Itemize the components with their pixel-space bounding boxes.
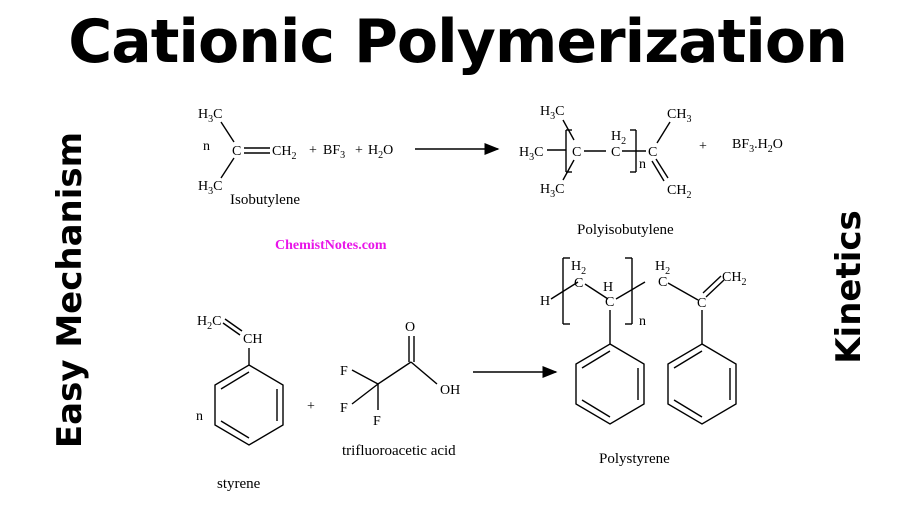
svg-text:C: C (232, 144, 241, 159)
svg-text:OH: OH (440, 383, 460, 398)
watermark: ChemistNotes.com (275, 238, 387, 253)
polystyrene-label: Polystyrene (599, 451, 670, 467)
svg-text:C: C (605, 295, 614, 310)
svg-text:H: H (540, 294, 550, 309)
tfa-label: trifluoroacetic acid (342, 443, 456, 459)
svg-text:H3C: H3C (198, 107, 222, 125)
svg-text:H3C: H3C (540, 104, 564, 122)
svg-text:C: C (658, 275, 667, 290)
styrene-n: n (196, 409, 203, 424)
svg-text:H2: H2 (571, 259, 586, 277)
plus-sign: + (699, 139, 707, 154)
styrene-structure: H2C CH (197, 314, 284, 446)
plus-sign: + (355, 143, 363, 158)
polystyrene-structure: H H2 C H C H2 C C CH2 (540, 257, 746, 425)
svg-text:H3C: H3C (198, 179, 222, 197)
polyisobutylene-label: Polyisobutylene (577, 222, 674, 238)
page-title: Cationic Polymerization (68, 7, 848, 77)
polystyrene-n: n (639, 314, 646, 329)
isobutylene-structure: H3C H3C C CH2 (198, 107, 296, 197)
svg-text:CH3: CH3 (667, 107, 691, 125)
bf3-water-complex: BF3.H2O (732, 137, 783, 155)
svg-text:C: C (574, 276, 583, 291)
svg-text:C: C (611, 145, 620, 160)
styrene-label: styrene (217, 476, 261, 492)
svg-text:H3C: H3C (540, 182, 564, 200)
polyisobutylene-n: n (639, 157, 646, 172)
polyisobutylene-structure: H3C H3C H3C C H2 C C CH3 CH2 (519, 104, 691, 201)
svg-text:C: C (697, 296, 706, 311)
svg-text:H2C: H2C (197, 314, 221, 332)
svg-text:CH2: CH2 (667, 183, 691, 201)
svg-text:C: C (572, 145, 581, 160)
water-formula: H2O (368, 143, 393, 161)
svg-text:H3C: H3C (519, 145, 543, 163)
svg-text:F: F (340, 401, 348, 416)
plus-sign: + (309, 143, 317, 158)
svg-text:F: F (373, 414, 381, 429)
svg-text:CH2: CH2 (722, 270, 746, 288)
svg-text:CH: CH (243, 332, 262, 347)
plus-sign: + (307, 399, 315, 414)
bf3-formula: BF3 (323, 143, 345, 161)
svg-text:CH2: CH2 (272, 144, 296, 162)
svg-text:C: C (648, 145, 657, 160)
svg-text:F: F (340, 364, 348, 379)
isobutylene-label: Isobutylene (230, 192, 300, 208)
trifluoroacetic-acid-structure: O OH F F F (340, 320, 460, 429)
svg-text:O: O (405, 320, 415, 335)
isobutylene-n: n (203, 139, 210, 154)
svg-text:H: H (603, 280, 613, 295)
